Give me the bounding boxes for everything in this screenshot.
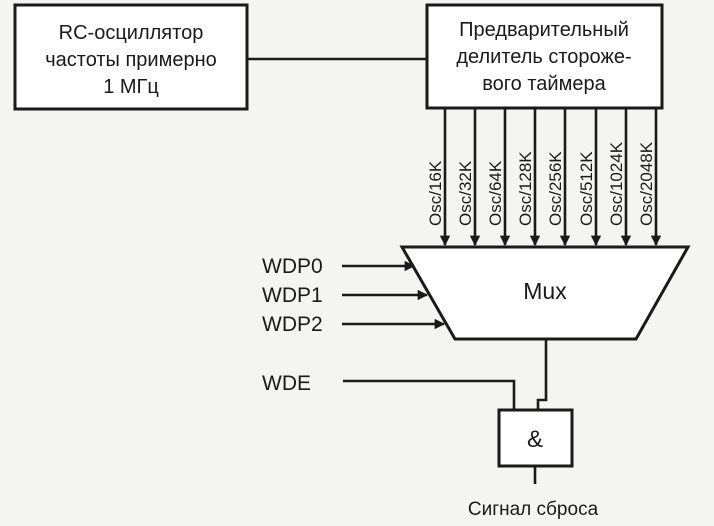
tap-osc-256k: Osc/256K	[546, 108, 571, 247]
tap-label: Osc/2048K	[637, 141, 656, 226]
tap-label: Osc/512K	[577, 151, 596, 226]
input-label: WDE	[262, 372, 311, 395]
tap-osc-1024k: Osc/1024K	[607, 108, 632, 247]
tap-label: Osc/256K	[546, 151, 565, 226]
input-wdp2: WDP2	[262, 313, 446, 336]
tap-label: Osc/1024K	[607, 141, 626, 226]
input-wde: WDE	[262, 372, 516, 410]
mux-to-and-wire	[536, 339, 548, 410]
oscillator-line-1: RC-осциллятор	[59, 22, 204, 44]
input-wdp0: WDP0	[262, 255, 416, 278]
input-label: WDP1	[262, 284, 323, 307]
mux-label: Mux	[523, 278, 567, 304]
prescaler-line-2: делитель стороже-	[456, 46, 631, 68]
oscillator-block: RC-осциллятор частоты примерно 1 МГц	[13, 3, 249, 111]
and-symbol: &	[527, 426, 543, 453]
input-label: WDP2	[262, 313, 323, 336]
tap-label: Osc/32K	[456, 160, 475, 226]
prescaler-block: Предварительный делитель стороже- вого т…	[425, 3, 664, 110]
tap-osc-2048k: Osc/2048K	[637, 108, 662, 247]
mux-block: Mux	[399, 245, 691, 341]
prescaler-taps: Osc/16K Osc/32K Osc/64K Osc/128K Osc/256…	[426, 108, 662, 247]
output-label: Сигнал сброса	[468, 499, 599, 520]
oscillator-line-3: 1 МГц	[103, 76, 159, 98]
oscillator-box	[13, 3, 249, 111]
tap-label: Osc/128K	[516, 151, 535, 226]
tap-label: Osc/64K	[486, 160, 505, 226]
mux-shape	[399, 245, 691, 341]
prescaler-box	[425, 3, 664, 110]
tap-osc-64k: Osc/64K	[486, 108, 511, 247]
and-gate: &	[497, 408, 574, 468]
select-inputs: WDP0 WDP1 WDP2	[262, 255, 446, 336]
and-gate-box	[497, 408, 574, 468]
tap-osc-16k: Osc/16K	[426, 108, 451, 247]
input-wdp1: WDP1	[262, 284, 429, 307]
prescaler-line-3: вого таймера	[482, 73, 606, 95]
oscillator-line-2: частоты примерно	[45, 49, 217, 71]
prescaler-line-1: Предварительный	[459, 19, 629, 41]
wde-to-and-wire	[343, 379, 516, 410]
tap-osc-128k: Osc/128K	[516, 108, 541, 247]
tap-osc-512k: Osc/512K	[577, 108, 602, 247]
tap-label: Osc/16K	[426, 160, 445, 226]
input-label: WDP0	[262, 255, 323, 278]
tap-osc-32k: Osc/32K	[456, 108, 481, 247]
